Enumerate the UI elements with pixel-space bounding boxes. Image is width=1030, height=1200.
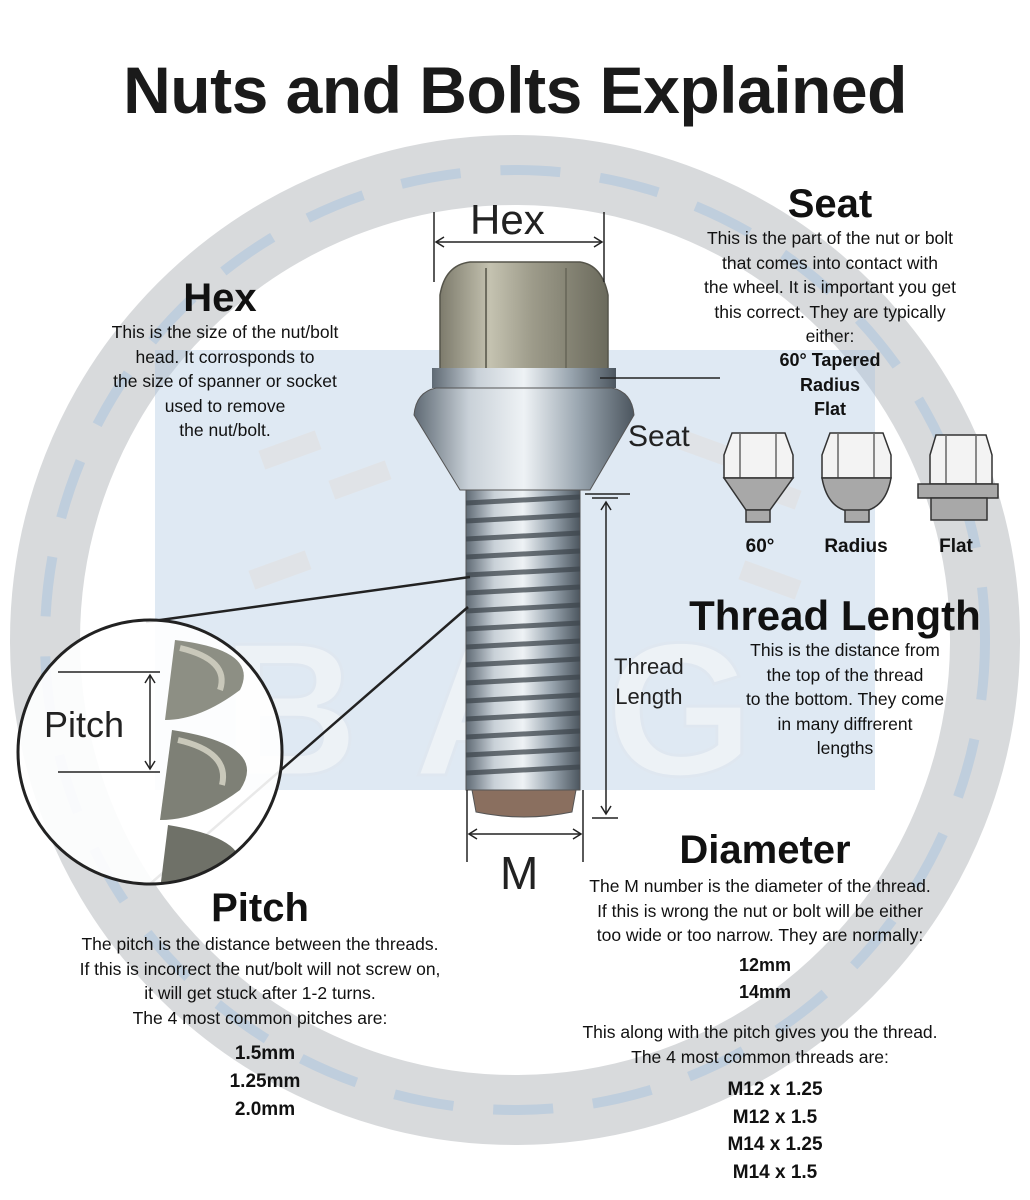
thread-line: in many diffrerent	[777, 713, 913, 734]
seat-line: This is the part of the nut or bolt	[706, 228, 954, 248]
seat-line: either:	[805, 326, 855, 346]
thread-length-callout-line2: Length	[615, 684, 683, 709]
thread-length-description: This is the distance from the top of the…	[700, 638, 990, 761]
seat-line: that comes into contact with	[722, 252, 938, 273]
thread-line: This is the distance from	[750, 640, 940, 660]
thread-line: to the bottom. They come	[745, 689, 945, 709]
diameter-heading: Diameter	[679, 828, 851, 872]
seat-icon-radius	[821, 432, 892, 523]
seat-line: this correct. They are typically	[714, 301, 946, 322]
pitch-line: If this is incorrect the nut/bolt will n…	[79, 958, 441, 979]
seat-callout: Seat	[628, 420, 690, 453]
diameter-line: too wide or too narrow. They are normall…	[596, 925, 924, 945]
diameter-line: This along with the pitch gives you the …	[582, 1022, 938, 1042]
hex-line: the size of spanner or socket	[113, 371, 337, 391]
diameter-values: 12mm 14mm	[700, 952, 830, 1006]
thread-value: M12 x 1.5	[732, 1106, 818, 1128]
m-dimension	[466, 790, 584, 862]
pitch-value: 1.25mm	[229, 1071, 301, 1092]
hex-line: head. It corrosponds to	[135, 346, 315, 367]
hex-line: used to remove	[164, 395, 286, 416]
thread-length-heading: Thread Length	[689, 592, 981, 639]
thread-line: lengths	[816, 738, 874, 758]
seat-icon-label-flat: Flat	[939, 536, 973, 557]
seat-description: This is the part of the nut or bolt that…	[670, 226, 990, 349]
hex-description: This is the size of the nut/bolt head. I…	[60, 320, 390, 443]
pitch-description: The pitch is the distance between the th…	[30, 932, 490, 1030]
diameter-value: 12mm	[738, 955, 792, 975]
pitch-value: 1.5mm	[234, 1043, 296, 1064]
pitch-line: it will get stuck after 1-2 turns.	[144, 983, 376, 1003]
thread-value: M14 x 1.5	[732, 1161, 818, 1183]
pitch-line: The 4 most common pitches are:	[132, 1007, 388, 1028]
pitch-heading: Pitch	[211, 886, 309, 930]
diameter-line: The 4 most common threads are:	[631, 1046, 889, 1067]
bolt-illustration	[413, 261, 635, 818]
thread-value: M14 x 1.25	[727, 1134, 823, 1155]
diameter-description: The M number is the diameter of the thre…	[540, 874, 980, 948]
seat-dimension	[585, 377, 720, 495]
thread-value: M12 x 1.25	[727, 1079, 823, 1100]
hex-line: the nut/bolt.	[179, 420, 271, 440]
thread-length-callout-line1: Thread	[614, 654, 684, 679]
pitch-callout: Pitch	[44, 704, 125, 745]
pitch-value: 2.0mm	[234, 1099, 296, 1120]
diameter-line: If this is wrong the nut or bolt will be…	[597, 900, 923, 921]
pitch-line: The pitch is the distance between the th…	[81, 934, 439, 954]
seat-type: Radius	[799, 374, 860, 395]
pitch-values: 1.5mm 1.25mm 2.0mm	[210, 1040, 320, 1124]
thread-length-callout: Thread Length	[614, 652, 684, 712]
diameter-thread-intro: This along with the pitch gives you the …	[540, 1020, 980, 1069]
hex-callout: Hex	[470, 196, 545, 243]
seat-types: 60° Tapered Radius Flat	[730, 348, 930, 422]
diameter-value: 14mm	[738, 982, 792, 1002]
common-threads: M12 x 1.25 M12 x 1.5 M14 x 1.25 M14 x 1.…	[700, 1076, 850, 1186]
thread-line: the top of the thread	[766, 664, 924, 685]
m-callout: M	[500, 847, 539, 899]
hex-line: This is the size of the nut/bolt	[111, 322, 339, 342]
diameter-line: The M number is the diameter of the thre…	[589, 876, 931, 896]
hex-dimension	[433, 212, 605, 282]
seat-type: 60° Tapered	[779, 350, 881, 370]
seat-icon-label-radius: Radius	[824, 536, 888, 557]
seat-icon-label-tapered: 60°	[745, 536, 775, 557]
seat-icon-flat	[917, 434, 999, 521]
pitch-zoom-circle	[16, 575, 471, 886]
seat-icon-tapered	[722, 432, 795, 523]
seat-line: the wheel. It is important you get	[704, 277, 956, 297]
seat-heading: Seat	[787, 182, 873, 226]
seat-type: Flat	[813, 399, 846, 419]
hex-heading: Hex	[183, 276, 257, 320]
page-title: Nuts and Bolts Explained	[123, 53, 907, 127]
thread-length-dimension	[592, 497, 618, 819]
